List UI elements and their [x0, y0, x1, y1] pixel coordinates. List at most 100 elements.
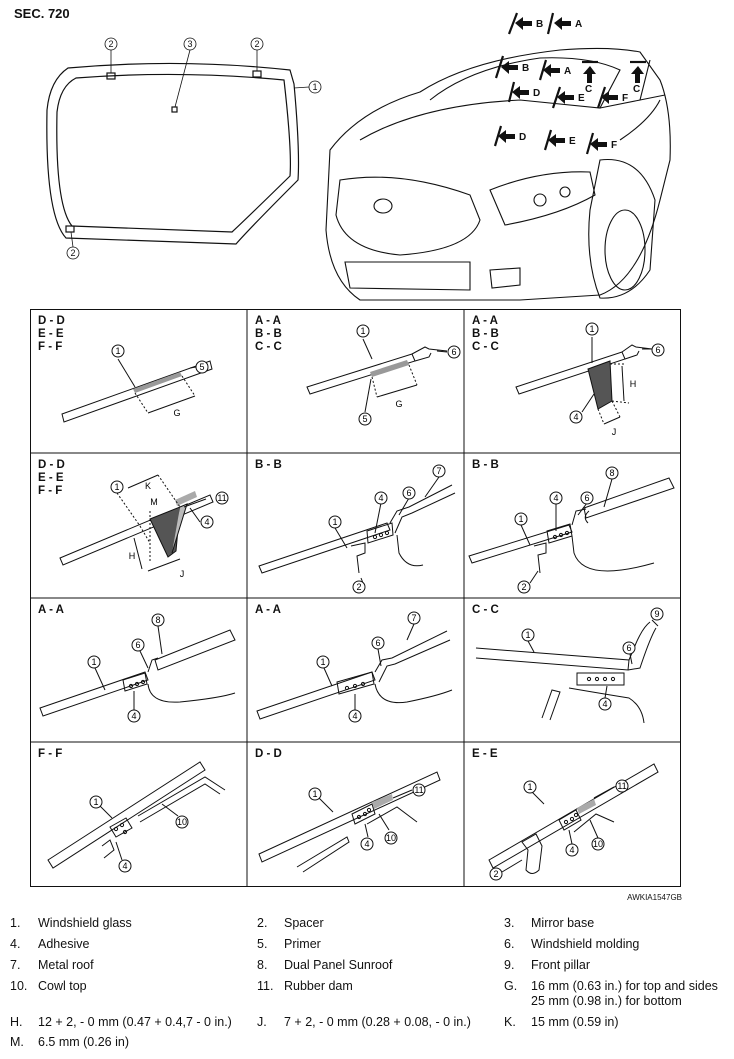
- section-mark-f: F: [611, 140, 617, 151]
- callout-6: 6: [135, 640, 140, 650]
- section-cell-12: E - E 1 11: [464, 742, 681, 886]
- callout-3: 3: [187, 39, 192, 49]
- section-mark-e: E: [569, 136, 576, 147]
- callout-4: 4: [204, 517, 209, 527]
- section-drawing: 1 6 5 G: [306, 324, 461, 426]
- section-mark-f: F: [622, 93, 628, 104]
- section-label: A - A B - B C - C: [255, 315, 282, 353]
- legend-text: 6.5 mm (0.26 in): [38, 1035, 130, 1049]
- callout-2: 2: [493, 869, 498, 879]
- section-drawing: 1 K M 11 4 H J: [59, 474, 229, 579]
- legend-text: Spacer: [284, 916, 324, 930]
- legend-row: 1. Windshield glass 2. Spacer 3. Mirror …: [10, 916, 730, 936]
- callout-1: 1: [320, 657, 325, 667]
- figure-code: AWKIA1547GB: [627, 893, 682, 902]
- legend-row: H. 12 + 2, - 0 mm (0.47 + 0.4,7 - 0 in.)…: [10, 1015, 730, 1035]
- callout-1: 1: [91, 657, 96, 667]
- callout-9: 9: [654, 609, 659, 619]
- dimension-h: H: [630, 379, 637, 389]
- section-mark-a: A: [564, 66, 571, 77]
- legend-row: M. 6.5 mm (0.26 in): [10, 1035, 730, 1055]
- section-label: D - D E - E F - F: [38, 459, 65, 497]
- section-label: D - D: [255, 748, 282, 760]
- legend-row: 7. Metal roof 8. Dual Panel Sunroof 9. F…: [10, 958, 730, 978]
- section-mark-b: B: [536, 19, 543, 30]
- callout-4: 4: [352, 711, 357, 721]
- dimension-k: K: [145, 481, 151, 491]
- legend-number: 2.: [257, 916, 268, 930]
- legend-number: 9.: [504, 958, 515, 972]
- callout-1: 1: [332, 517, 337, 527]
- callout-8: 8: [155, 615, 160, 625]
- callout-11: 11: [414, 785, 423, 795]
- callout-4: 4: [131, 711, 136, 721]
- section-label: B - B: [255, 459, 282, 471]
- callout-7: 7: [411, 613, 416, 623]
- legend-number: H.: [10, 1015, 23, 1029]
- dimension-j: J: [612, 427, 617, 437]
- legend-text: Front pillar: [531, 958, 591, 972]
- section-cell-10: F - F 1 10 4: [30, 742, 247, 886]
- section-mark-a: A: [575, 19, 582, 30]
- section-drawing: 1 10 4: [47, 761, 226, 873]
- section-label: B - B: [472, 459, 499, 471]
- callout-4: 4: [122, 861, 127, 871]
- legend-number: 6.: [504, 937, 515, 951]
- section-cell-11: D - D 1 11 4 10: [247, 742, 464, 886]
- legend-number: K.: [504, 1015, 516, 1029]
- section-cell-3: A - A B - B C - C 1: [464, 309, 681, 453]
- legend-text: Mirror base: [531, 916, 595, 930]
- overview-illustration: 2 3 2 1 2: [46, 12, 671, 301]
- section-drawing: 1 11 4 10 2: [488, 763, 659, 881]
- section-cell-1: D - D E - E F - F 1 5 G: [30, 309, 247, 453]
- callout-1: 1: [589, 324, 594, 334]
- windshield-outline: [46, 62, 300, 245]
- legend-number: J.: [257, 1015, 267, 1029]
- callout-4: 4: [569, 845, 574, 855]
- legend-number: 11.: [257, 979, 274, 993]
- legend-number: 5.: [257, 937, 268, 951]
- legend-text: Windshield glass: [38, 916, 132, 930]
- section-drawing: 7 6 1 4: [256, 611, 453, 723]
- section-drawing: 8 6 4 1 2: [468, 466, 675, 594]
- legend-number: G.: [504, 979, 518, 993]
- section-mark-b: B: [522, 63, 529, 74]
- callout-10: 10: [386, 833, 396, 843]
- callout-4: 4: [573, 412, 578, 422]
- section-mark-d: D: [519, 132, 526, 143]
- section-label: C - C: [472, 604, 499, 616]
- callout-6: 6: [451, 347, 456, 357]
- section-cell-7: A - A 8 6 1 4: [30, 598, 247, 742]
- legend-text: Metal roof: [38, 958, 94, 972]
- callout-2: 2: [254, 39, 259, 49]
- section-label: A - A: [38, 604, 64, 616]
- section-mark-e: E: [578, 93, 585, 104]
- section-drawing: 1 11 4 10: [258, 771, 441, 873]
- callout-2: 2: [108, 39, 113, 49]
- section-cell-6: B - B: [464, 453, 681, 597]
- callout-2: 2: [70, 248, 75, 258]
- callout-8: 8: [609, 468, 614, 478]
- section-mark-d: D: [533, 88, 540, 99]
- legend-text: Dual Panel Sunroof: [284, 958, 393, 972]
- callout-5: 5: [199, 362, 204, 372]
- callout-1: 1: [527, 782, 532, 792]
- section-drawing: 8 6 1 4: [39, 613, 236, 723]
- section-drawing: 7 6 4 1 2: [258, 464, 456, 594]
- section-cell-8: A - A 7 6 1 4: [247, 598, 464, 742]
- section-label: A - A: [255, 604, 281, 616]
- callout-2: 2: [521, 582, 526, 592]
- section-label: D - D E - E F - F: [38, 315, 65, 353]
- callout-10: 10: [177, 817, 187, 827]
- callout-11: 11: [617, 781, 626, 791]
- legend-text: 15 mm (0.59 in): [531, 1015, 619, 1029]
- section-label: F - F: [38, 748, 63, 760]
- section-number: SEC. 720: [14, 6, 70, 21]
- legend-text: 7 + 2, - 0 mm (0.28 + 0.08, - 0 in.): [284, 1015, 471, 1029]
- callout-4: 4: [378, 493, 383, 503]
- section-label: E - E: [472, 748, 498, 760]
- callout-4: 4: [602, 699, 607, 709]
- callout-1: 1: [312, 789, 317, 799]
- section-cell-9: C - C 9 1 6: [464, 598, 681, 742]
- callout-11: 11: [217, 493, 226, 503]
